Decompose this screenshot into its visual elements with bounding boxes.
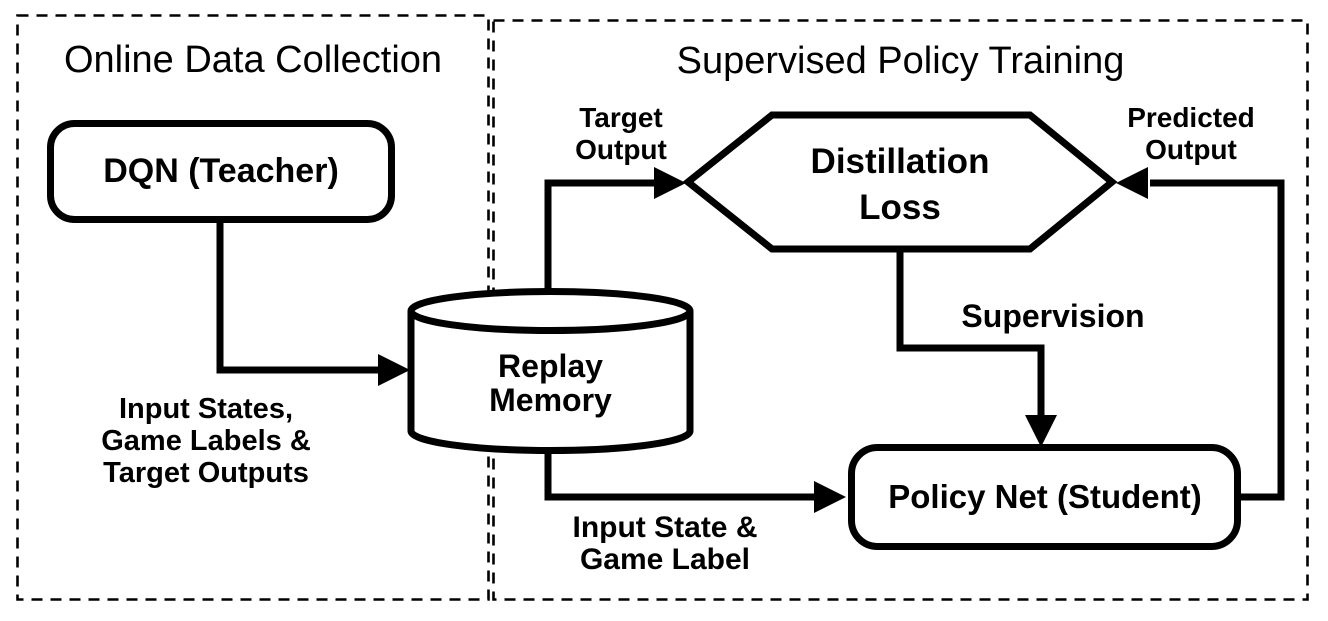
predicted-output-edge-label: Predicted Output — [1110, 102, 1272, 166]
replay-memory-label-line2: Memory — [489, 382, 612, 418]
distillation-to-policy-arrow — [896, 249, 1057, 447]
input-state-line2: Game Label — [579, 543, 751, 576]
replay-to-distillation-arrow — [544, 167, 686, 300]
collection-output-line2: Game Labels & — [101, 425, 311, 457]
target-output-edge-label: Target Output — [541, 102, 701, 166]
replay-to-policy-arrow — [544, 445, 846, 513]
input-state-game-label-edge-label: Input State & Game Label — [515, 512, 815, 576]
policy-to-distillation-arrow — [1116, 167, 1285, 501]
distillation-loss-label: Distillation Loss — [748, 139, 1052, 231]
replay-memory-cylinder — [407, 288, 694, 454]
collection-output-line3: Target Outputs — [103, 457, 309, 489]
collection-output-edge-label: Input States, Game Labels & Target Outpu… — [46, 393, 366, 489]
input-state-line1: Input State & — [572, 511, 758, 544]
policy-net-box — [848, 444, 1241, 550]
dqn-teacher-box — [47, 120, 395, 223]
collection-output-line1: Input States, — [118, 393, 293, 425]
distillation-loss-label-line2: Loss — [859, 188, 941, 227]
replay-memory-label-line1: Replay — [498, 348, 603, 384]
dqn-to-replay-arrow — [216, 220, 410, 386]
predicted-output-line2: Output — [1145, 134, 1237, 165]
target-output-line2: Output — [575, 134, 667, 165]
supervision-edge-label: Supervision — [961, 298, 1145, 334]
replay-memory-label: Replay Memory — [411, 349, 690, 417]
distillation-loss-hexagon — [682, 111, 1118, 253]
policy-net-student-label: Policy Net (Student) — [888, 478, 1202, 515]
distillation-loss-label-line1: Distillation — [810, 142, 990, 181]
predicted-output-line1: Predicted — [1127, 102, 1255, 133]
dqn-teacher-label: DQN (Teacher) — [103, 152, 339, 190]
online-data-collection-title: Online Data Collection — [63, 39, 443, 81]
target-output-line1: Target — [579, 102, 663, 133]
supervised-policy-training-title: Supervised Policy Training — [676, 40, 1125, 82]
